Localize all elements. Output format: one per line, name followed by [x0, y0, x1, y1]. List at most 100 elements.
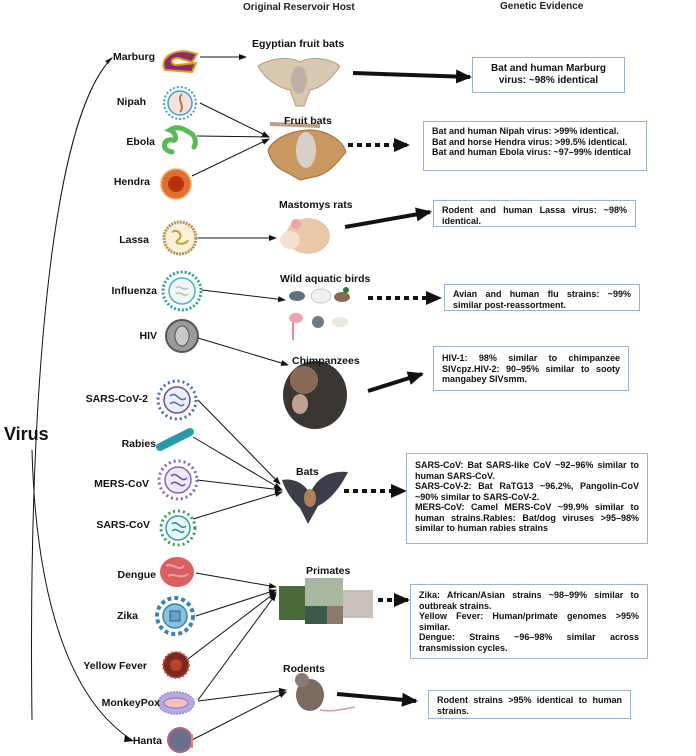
host-label-bats: Bats — [296, 466, 319, 478]
virus-label-rabies: Rabies — [121, 438, 156, 450]
evidence-text: Yellow Fever: Human/primate genomes >95%… — [419, 611, 639, 632]
virus-label-hendra: Hendra — [113, 176, 150, 188]
hendra-virus-icon — [160, 168, 192, 200]
evidence-text: Bat and horse Hendra virus: >99.5% ident… — [432, 136, 628, 147]
host-label-mastomys-rats: Mastomys rats — [279, 199, 353, 211]
evidence-text: HIV-1: 98% similar to chimpanzee SIVcpz.… — [442, 353, 620, 384]
host-label-egyptian-fruit-bats: Egyptian fruit bats — [252, 38, 345, 50]
virus-label-yellow-fever: Yellow Fever — [83, 660, 147, 672]
primates-photo-collage-icon — [279, 578, 373, 624]
host-label-wild-aquatic-birds: Wild aquatic birds — [280, 273, 371, 285]
evidence-text: MERS-CoV: Camel MERS-CoV ~99.9% similar … — [415, 502, 639, 533]
evidence-text: Bat and human Nipah virus: >99% identica… — [432, 126, 619, 136]
root-virus-label: Virus — [4, 424, 49, 444]
chimpanzee-icon — [283, 361, 347, 429]
egyptian-fruit-bat-icon — [257, 58, 341, 107]
virus-label-sars-cov-2: SARS-CoV-2 — [85, 393, 148, 405]
host-label-chimpanzees: Chimpanzees — [292, 355, 360, 367]
evidence-text: Bat and human Marburg virus: ~98% identi… — [490, 63, 606, 86]
evidence-text: Avian and human flu strains: ~99% simila… — [453, 289, 631, 310]
virus-label-marburg: Marburg — [113, 51, 155, 63]
mers-cov-virus-icon — [157, 459, 199, 501]
evidence-box-fruit-bats: Bat and human Nipah virus: >99% identica… — [423, 121, 647, 171]
nipah-virus-icon — [163, 86, 197, 120]
evidence-text: Rodent strains >95% identical to human s… — [437, 695, 622, 716]
virus-label-mers-cov: MERS-CoV — [94, 478, 149, 490]
link-hiv — [197, 337, 289, 366]
link-sars-cov-2 — [197, 399, 281, 485]
virus-label-nipah: Nipah — [116, 96, 146, 108]
link-yellow-fever — [187, 591, 277, 660]
hanta-virus-icon — [167, 727, 193, 753]
marburg-virus-icon — [162, 50, 199, 74]
dengue-virus-icon — [160, 557, 194, 587]
link-influenza — [201, 289, 286, 303]
link-mers-cov — [196, 479, 283, 493]
yellow-fever-virus-icon — [162, 651, 190, 679]
virus-label-zika: Zika — [116, 610, 138, 622]
evidence-box-marburg: Bat and human Marburg virus: ~98% identi… — [472, 57, 625, 93]
root-curve-bottom — [31, 449, 133, 741]
zika-virus-icon — [155, 596, 195, 636]
evidence-text: SARS-CoV-2: Bat RaTG13 ~96.2%, Pangolin-… — [415, 481, 639, 502]
header-evidence: Genetic Evidence — [500, 1, 584, 12]
mastomys-rat-icon — [280, 218, 330, 254]
link-monkeypox-rodents — [197, 687, 287, 702]
rabies-virus-icon — [156, 428, 194, 451]
link-hanta — [189, 691, 287, 742]
link-rabies — [192, 436, 282, 490]
evidence-text: Zika: African/Asian strains ~98–99% simi… — [419, 590, 639, 611]
host-label-fruit-bats: Fruit bats — [284, 115, 332, 127]
evidence-text: Dengue: Strains ~96–98% similar across t… — [419, 632, 639, 653]
evidence-box-chimpanzees: HIV-1: 98% similar to chimpanzee SIVcpz.… — [433, 346, 629, 391]
evidence-box-rodents: Rodent strains >95% identical to human s… — [428, 690, 631, 719]
evidence-box-wild-aquatic-birds: Avian and human flu strains: ~99% simila… — [444, 284, 640, 311]
virus-label-monkeypox: MonkeyPox — [101, 697, 160, 709]
wild-aquatic-birds-icon — [289, 287, 350, 340]
evidence-box-bats: SARS-CoV: Bat SARS-like CoV ~92–96% simi… — [406, 453, 648, 544]
rodent-icon — [295, 673, 356, 712]
virus-host-links — [187, 54, 289, 742]
monkeypox-virus-icon — [157, 691, 195, 715]
host-icons — [257, 58, 373, 712]
hiv-virus-icon — [165, 319, 199, 353]
link-sars-cov — [192, 491, 283, 520]
hanging-fruit-bat-icon — [267, 122, 347, 181]
evidence-text: Bat and human Ebola virus: ~97–99% ident… — [432, 147, 631, 157]
ebola-virus-icon — [162, 125, 198, 155]
link-dengue — [195, 572, 277, 589]
virus-label-ebola: Ebola — [126, 136, 155, 148]
evidence-arrow-lassa — [344, 207, 432, 229]
link-ebola — [196, 135, 270, 138]
sars-cov-virus-icon — [159, 509, 197, 547]
link-nipah — [199, 102, 270, 138]
root-arrow-top — [105, 57, 113, 64]
sars-cov-2-virus-icon — [156, 379, 198, 421]
root-curve-top — [31, 57, 113, 721]
header-host: Original Reservoir Host — [243, 2, 355, 13]
evidence-box-mastomys-rats: Rodent and human Lassa virus: ~98% ident… — [433, 200, 636, 227]
host-evidence-links — [336, 69, 472, 707]
evidence-arrow-hiv — [367, 371, 424, 393]
evidence-arrow-rodents — [336, 692, 418, 707]
host-label-rodents: Rodents — [283, 663, 325, 675]
link-zika — [195, 589, 277, 617]
root-arrow-bottom — [124, 735, 134, 742]
virus-label-hiv: HIV — [139, 330, 157, 342]
virus-label-influenza: Influenza — [111, 285, 157, 297]
influenza-virus-icon — [161, 270, 203, 312]
virus-label-lassa: Lassa — [119, 234, 149, 246]
virus-label-sars-cov: SARS-CoV — [96, 519, 150, 531]
link-hendra — [191, 138, 270, 177]
virus-label-dengue: Dengue — [117, 569, 156, 581]
evidence-box-primates: Zika: African/Asian strains ~98–99% simi… — [410, 584, 648, 659]
virus-icons — [155, 50, 203, 753]
evidence-text: Rodent and human Lassa virus: ~98% ident… — [442, 205, 627, 226]
virus-label-hanta: Hanta — [132, 735, 162, 747]
host-label-primates: Primates — [306, 565, 351, 577]
evidence-text: SARS-CoV: Bat SARS-like CoV ~92–96% simi… — [415, 460, 639, 481]
lassa-virus-icon — [162, 220, 198, 256]
link-monkeypox-primates — [197, 593, 277, 701]
flying-bat-icon — [282, 471, 348, 524]
